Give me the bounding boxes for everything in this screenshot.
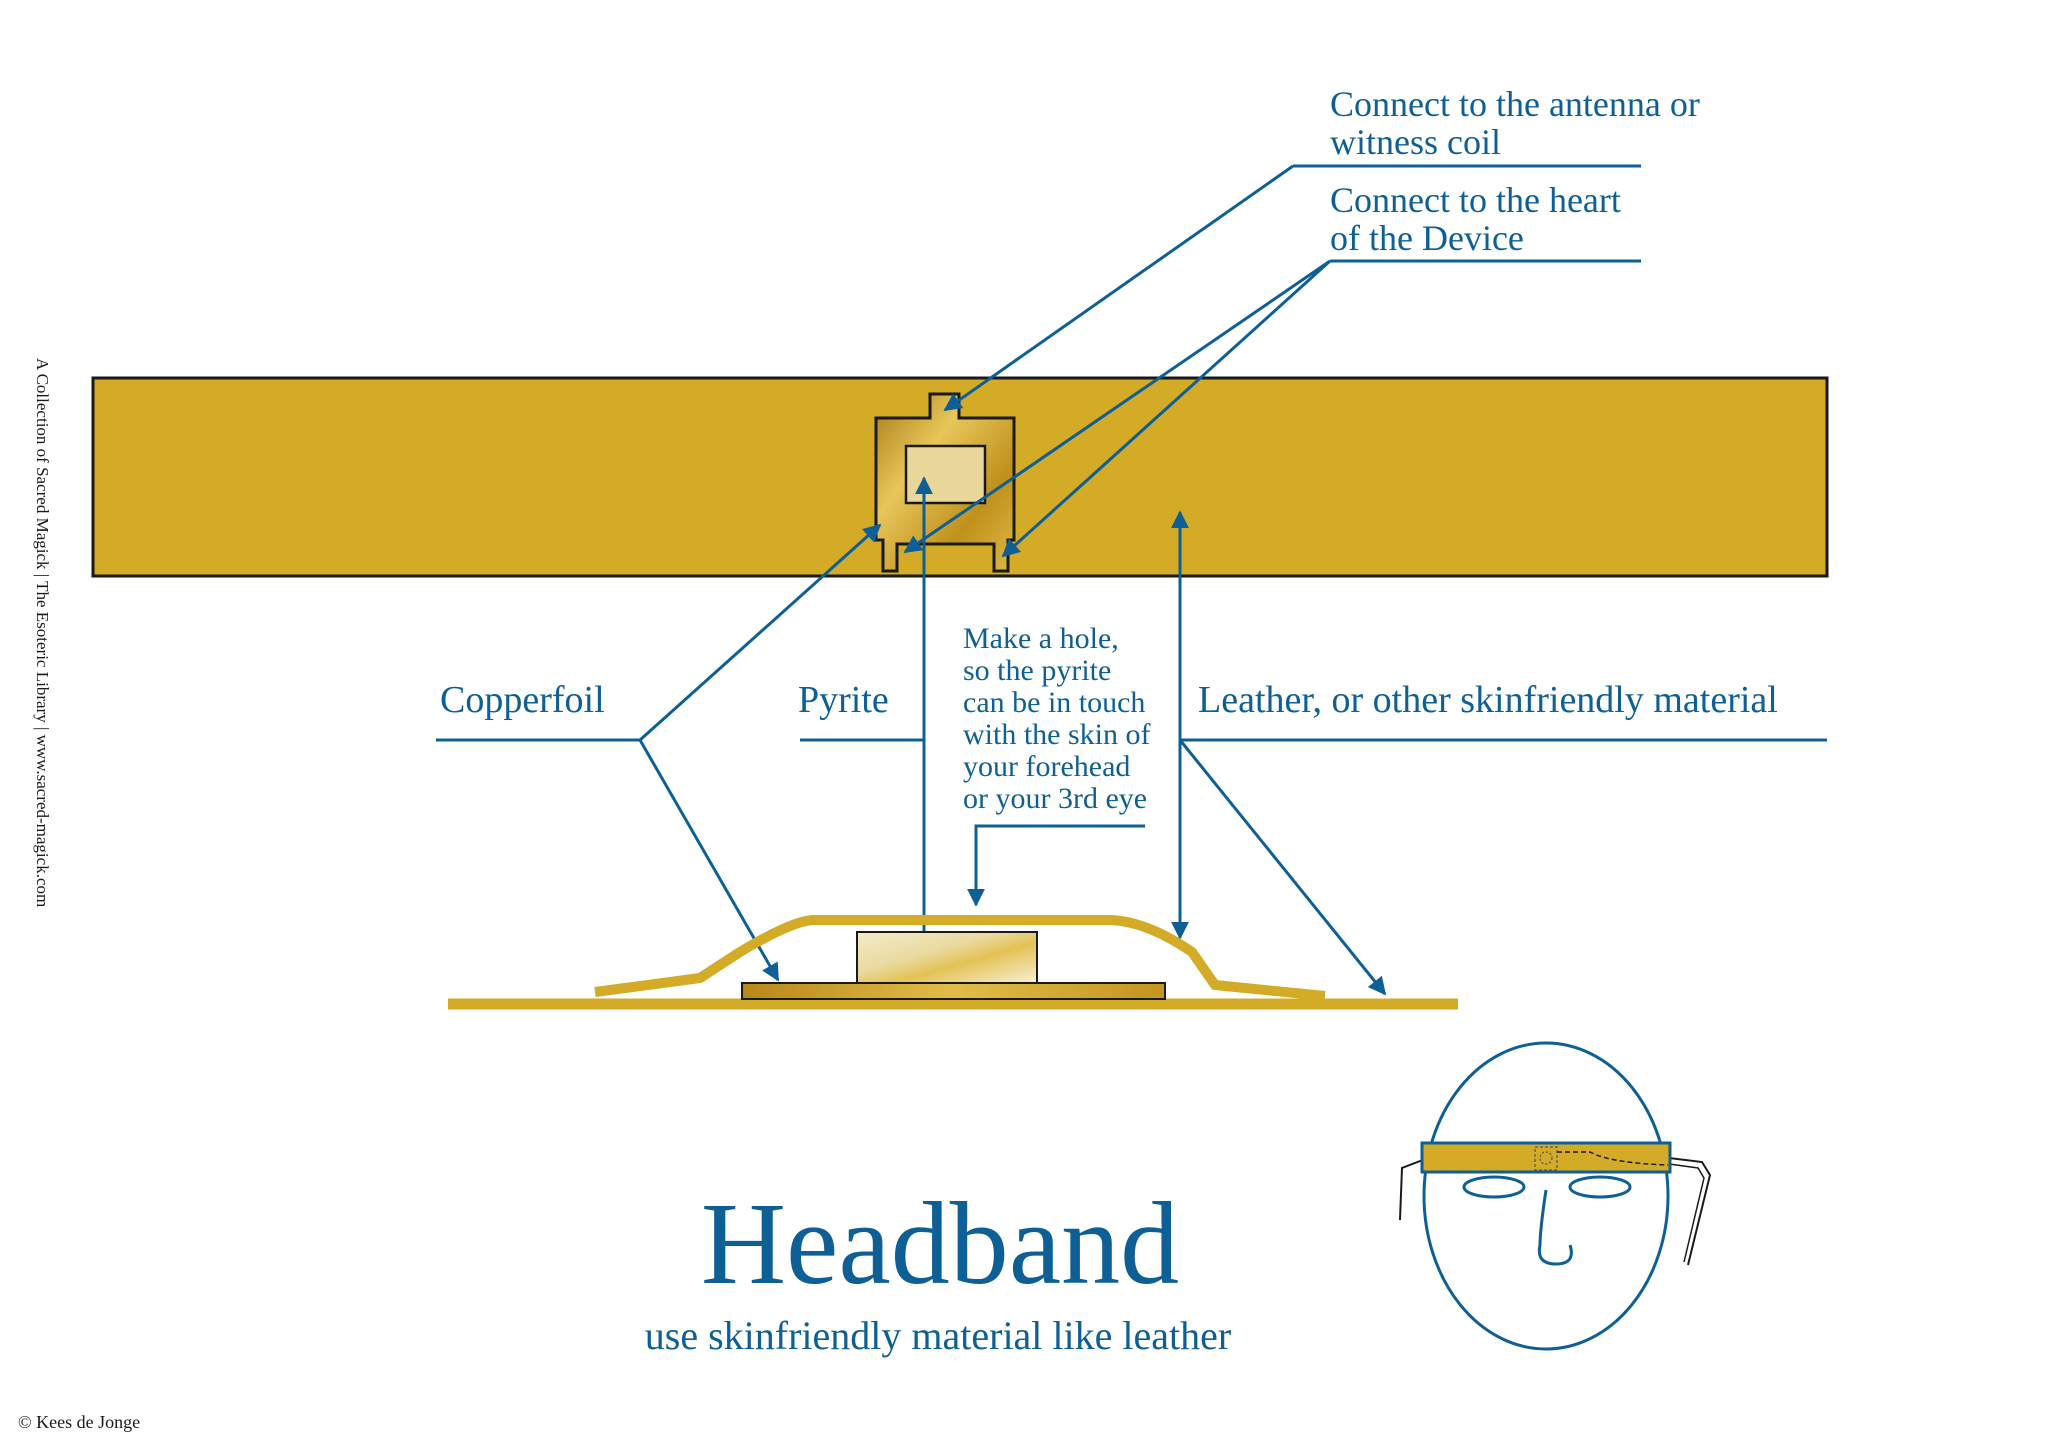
pyrite-piece: [856, 931, 1038, 984]
right-temple-line: [1668, 1157, 1712, 1266]
hole-note: Make a hole, so the pyrite can be in tou…: [963, 622, 1151, 815]
hole-line-1: Make a hole,: [963, 622, 1119, 655]
leather-cover: [594, 915, 1326, 1001]
left-eye: [1462, 1175, 1526, 1199]
label-copperfoil: Copperfoil: [440, 679, 605, 721]
label-leather: Leather, or other skinfriendly material: [1198, 679, 1778, 721]
nose: [1537, 1189, 1573, 1266]
mini-wire: [1557, 1151, 1669, 1166]
hole-line-6: or your 3rd eye: [963, 782, 1147, 815]
heart-arrow-right: [1001, 259, 1332, 558]
hole-line-2: so the pyrite: [963, 654, 1111, 687]
side-credit: A Collection of Sacred Magick | The Esot…: [33, 358, 52, 907]
cross-section: [448, 915, 1458, 1010]
copperfoil-plate: [741, 982, 1166, 1000]
label-pyrite: Pyrite: [798, 679, 889, 721]
right-temple-line-inner: [1668, 1163, 1705, 1263]
heart-arrow-left: [903, 259, 1331, 554]
label-antenna-line1: Connect to the antenna or: [1330, 84, 1700, 124]
hole-line-5: your forehead: [963, 750, 1130, 783]
hole-arrow: [967, 824, 1145, 907]
left-temple-line: [1399, 1157, 1429, 1221]
right-eye: [1568, 1175, 1632, 1199]
hole-line-4: with the skin of: [963, 718, 1151, 751]
antenna-arrow: [943, 164, 1294, 412]
mini-pyrite: [1539, 1151, 1553, 1165]
copyright: © Kees de Jonge: [18, 1412, 140, 1432]
head-illustration: [1399, 1041, 1712, 1351]
label-heart-line2: of the Device: [1330, 218, 1524, 258]
leather-arrow-down-right: [1178, 739, 1387, 996]
label-heart-line1: Connect to the heart: [1330, 180, 1621, 220]
hole-line-3: can be in touch: [963, 686, 1145, 719]
subtitle: use skinfriendly material like leather: [645, 1313, 1231, 1358]
copperfoil-arrow-up: [638, 523, 882, 742]
mini-headband: [1420, 1141, 1672, 1174]
pyrite-top-view: [904, 444, 987, 505]
title: Headband: [701, 1178, 1179, 1309]
label-antenna-line2: witness coil: [1330, 122, 1501, 162]
mini-holder: [1534, 1146, 1558, 1171]
